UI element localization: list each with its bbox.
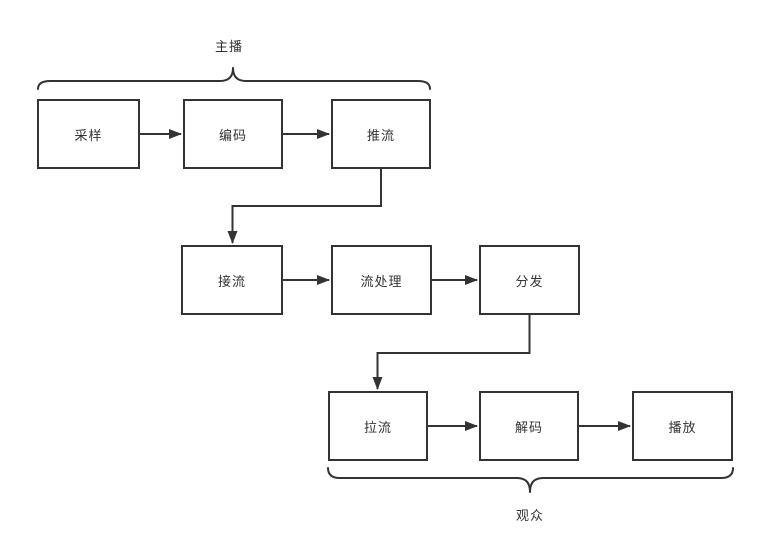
arrow-push-stream-to-ingest (227, 169, 382, 244)
node-stream-processing: 流处理 (331, 245, 432, 315)
group-label-audience: 观众 (515, 508, 545, 523)
node-ingest: 接流 (181, 245, 283, 315)
node-distribution: 分发 (479, 245, 580, 315)
brace-audience (327, 467, 734, 493)
node-encoding: 编码 (183, 99, 283, 169)
node-pull-stream: 拉流 (328, 391, 428, 461)
group-label-host: 主播 (214, 39, 244, 54)
node-push-stream: 推流 (331, 99, 431, 169)
node-playback: 播放 (632, 391, 733, 461)
arrow-distribution-to-pull-stream (372, 315, 531, 390)
node-decoding: 解码 (479, 391, 579, 461)
brace-host (37, 67, 431, 90)
node-sampling: 采样 (37, 99, 140, 169)
